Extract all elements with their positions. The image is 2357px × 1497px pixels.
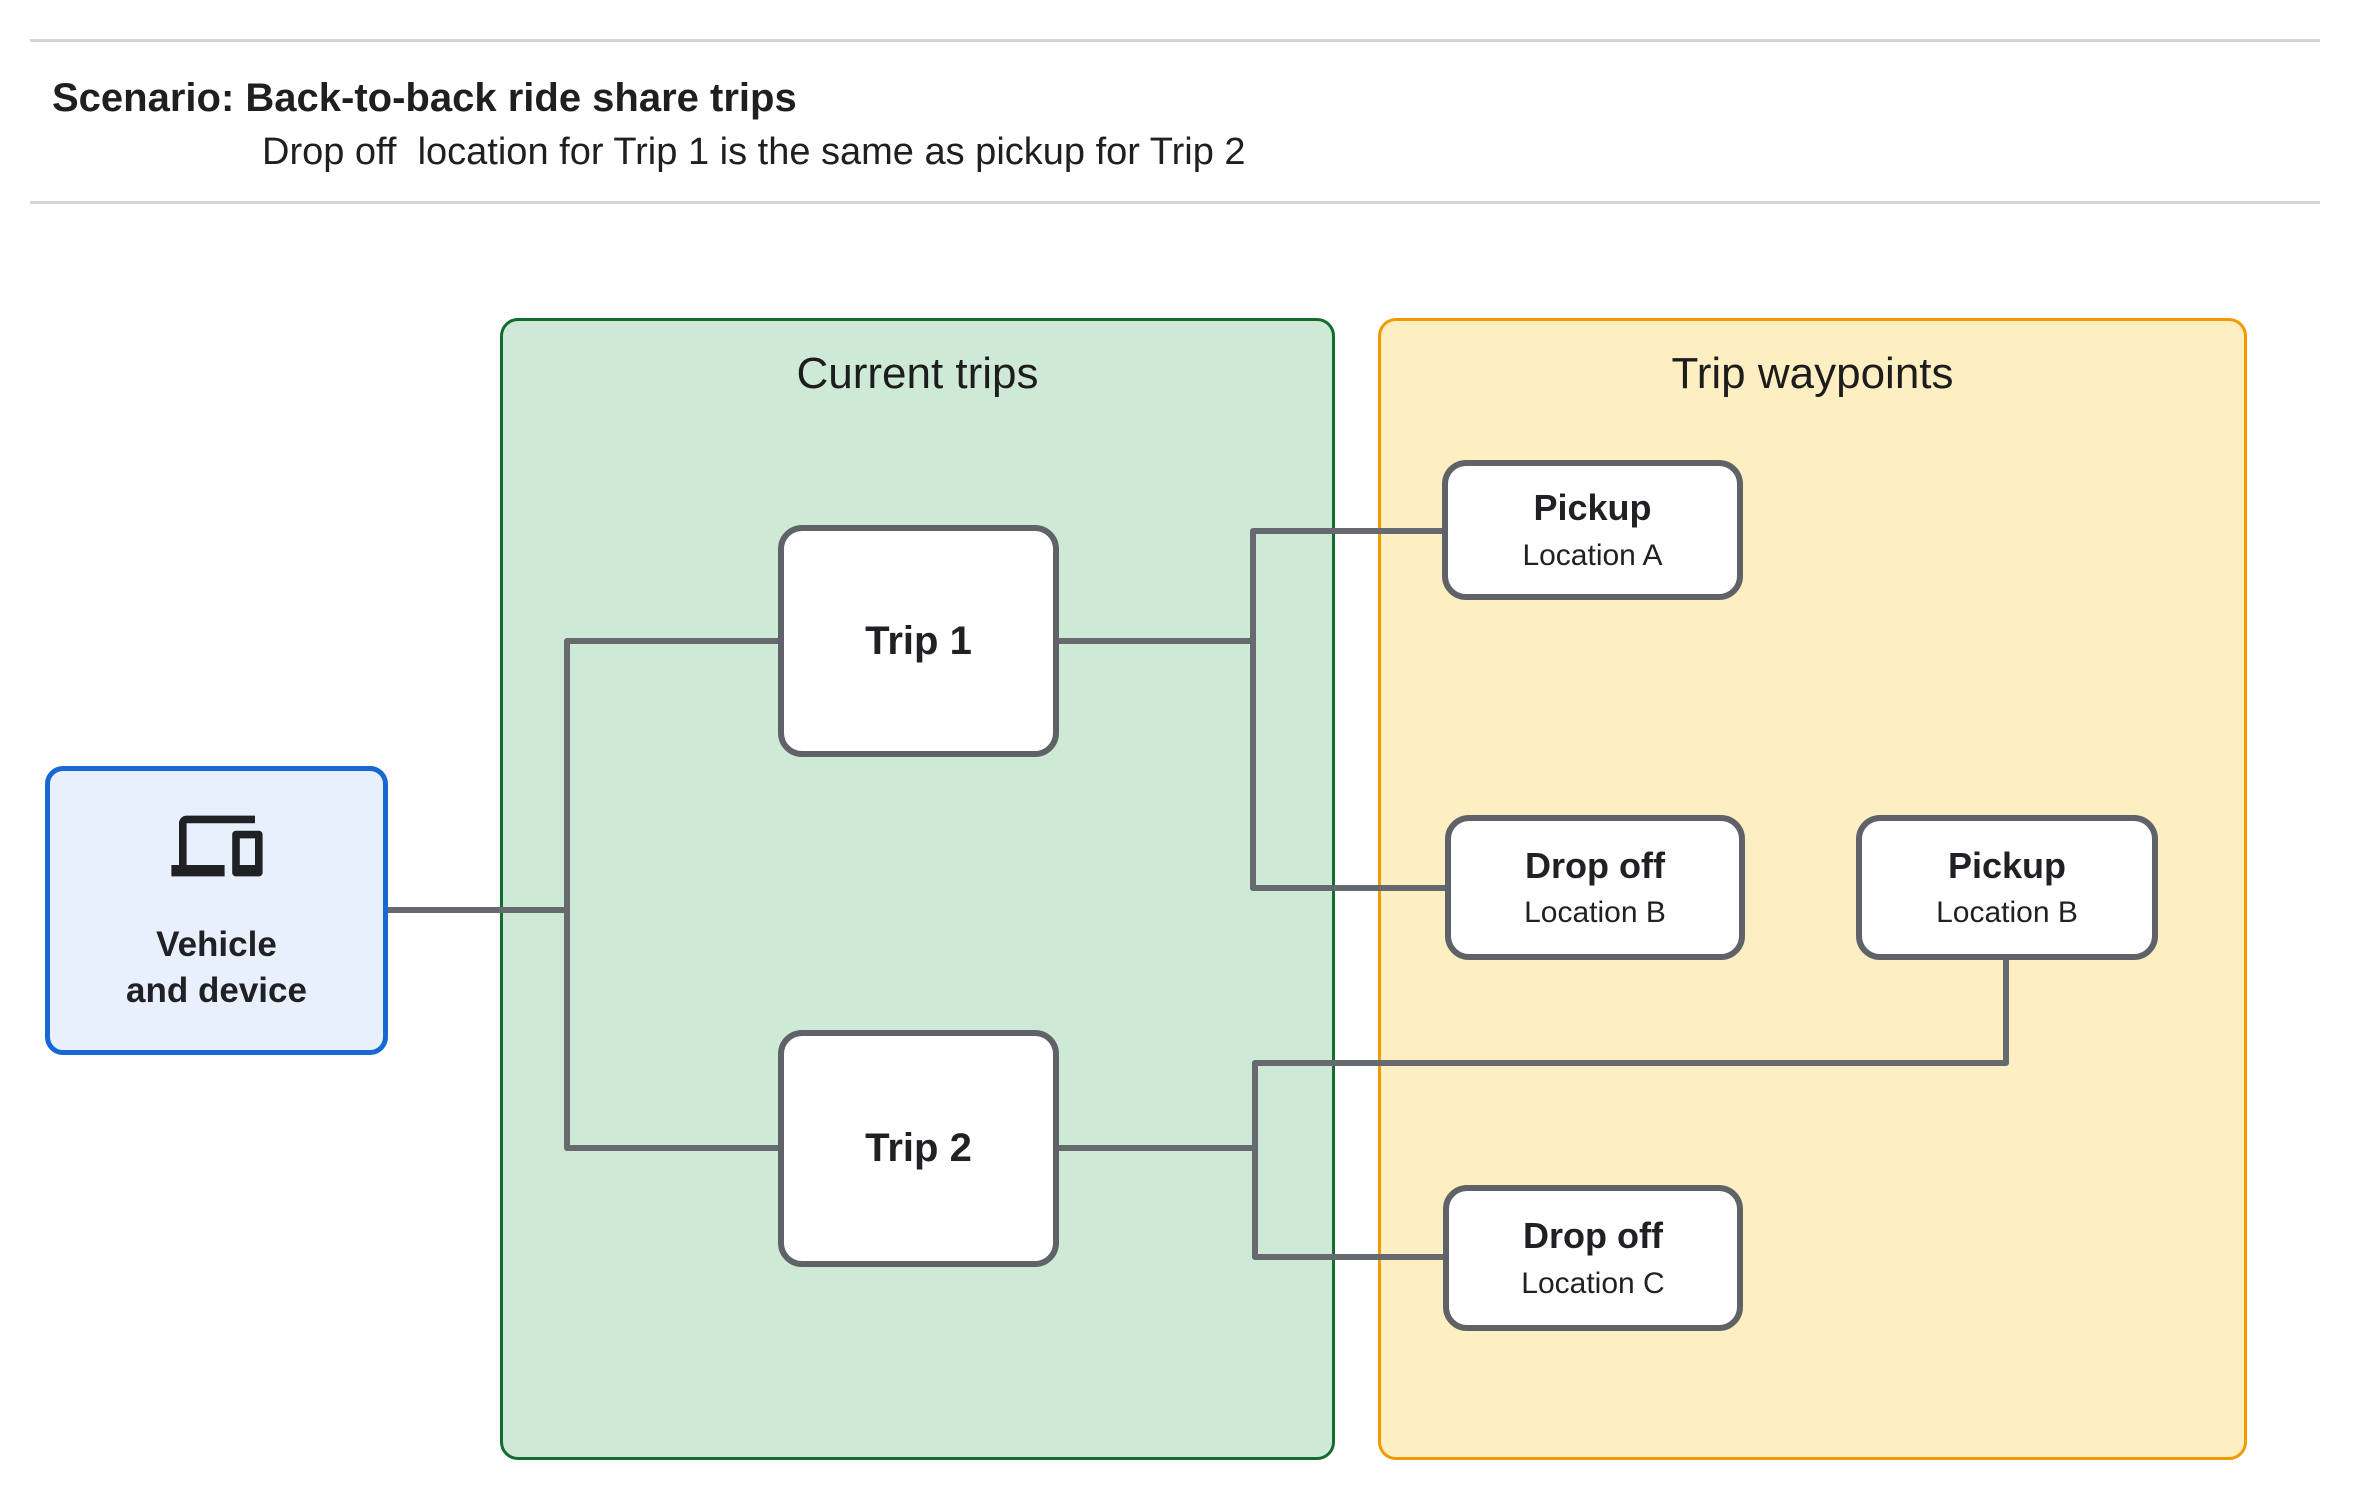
waypoint-subtitle: Location A xyxy=(1522,538,1663,572)
container-current-trips: Current trips xyxy=(500,318,1335,1460)
connector-trip1-to-waypoints xyxy=(1056,528,1448,891)
header-rule-bottom xyxy=(30,201,2320,204)
container-current-trips-title: Current trips xyxy=(796,349,1039,398)
waypoint-title: Drop off xyxy=(1523,1215,1663,1257)
waypoint-title: Pickup xyxy=(1533,487,1652,529)
waypoint-pickup-location-a: Pickup Location A xyxy=(1442,460,1743,600)
trip-2-label: Trip 2 xyxy=(865,1126,972,1170)
vehicle-label-line2: and device xyxy=(126,970,307,1010)
container-trip-waypoints-title: Trip waypoints xyxy=(1671,349,1954,398)
waypoint-dropoff-location-c: Drop off Location C xyxy=(1443,1185,1743,1331)
connector-vehicle-to-trips xyxy=(380,638,781,1151)
vehicle-node: Vehicle and device xyxy=(45,766,388,1055)
vehicle-label-line1: Vehicle xyxy=(156,925,277,964)
waypoint-title: Pickup xyxy=(1947,844,2067,886)
trip-1-label: Trip 1 xyxy=(865,618,972,663)
waypoint-pickup-location-b: Pickup Location B xyxy=(1856,815,2158,960)
vehicle-label: Vehicle and device xyxy=(126,922,307,1013)
connector-trip2-to-waypoints xyxy=(1056,957,2009,1260)
waypoint-subtitle: Location C xyxy=(1521,1266,1665,1300)
waypoint-dropoff-location-b: Drop off Location B xyxy=(1445,815,1745,960)
page-title: Scenario: Back-to-back ride share trips xyxy=(52,76,797,120)
waypoint-title: Drop off xyxy=(1525,844,1665,886)
page-subtitle: Drop off location for Trip 1 is the same… xyxy=(262,131,1246,173)
waypoint-subtitle: Location B xyxy=(1936,896,2078,930)
trip-2-node: Trip 2 xyxy=(778,1030,1059,1267)
trip-1-node: Trip 1 xyxy=(778,525,1059,757)
devices-icon xyxy=(170,808,263,884)
header-rule-top xyxy=(30,39,2320,42)
waypoint-subtitle: Location B xyxy=(1524,896,1666,930)
